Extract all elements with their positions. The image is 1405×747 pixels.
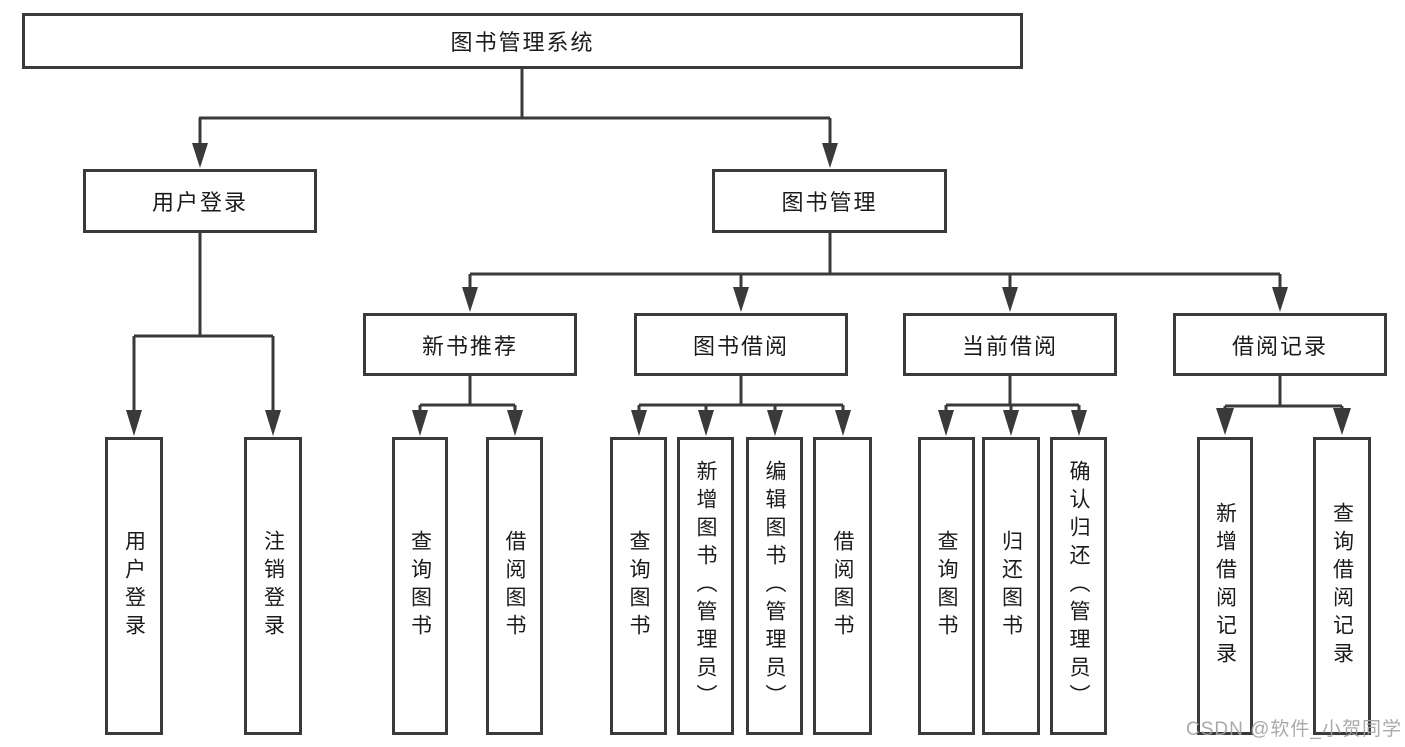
leaf-query-book-current: 查询图书	[918, 437, 975, 735]
node-book-borrow-label: 图书借阅	[692, 333, 789, 359]
leaf-borrow-book-recommend: 借阅图书	[486, 437, 543, 735]
edges-book-borrow	[637, 376, 845, 411]
leaf-query-book-recommend-label: 查询图书	[408, 530, 432, 642]
leaf-logout-login: 注销登录	[244, 437, 302, 735]
leaf-query-book-borrow-label: 查询图书	[627, 530, 650, 642]
leaf-add-borrow-record: 新增借阅记录	[1197, 437, 1253, 735]
node-borrow-record: 借阅记录	[1173, 313, 1387, 376]
node-root-label: 图书管理系统	[450, 30, 595, 55]
leaf-query-book-current-label: 查询图书	[935, 530, 958, 642]
leaf-query-book-recommend: 查询图书	[392, 437, 448, 735]
watermark: CSDN @软件_小贺同学	[1186, 719, 1402, 740]
leaf-query-book-borrow: 查询图书	[610, 437, 667, 735]
leaf-borrow-book: 借阅图书	[813, 437, 872, 735]
edges-borrow-record	[1223, 376, 1344, 411]
leaf-edit-book-admin-label: 编辑图书（管理员）	[763, 460, 786, 712]
leaf-query-borrow-record-label: 查询借阅记录	[1330, 502, 1354, 670]
node-new-book-recommend: 新书推荐	[363, 313, 577, 376]
node-book-borrow: 图书借阅	[634, 313, 848, 376]
leaf-user-login-label: 用户登录	[122, 530, 146, 642]
leaf-add-book-admin-label: 新增图书（管理员）	[694, 460, 717, 712]
node-user-login: 用户登录	[83, 169, 317, 233]
leaf-edit-book-admin: 编辑图书（管理员）	[746, 437, 803, 735]
edges-current-borrow	[944, 376, 1081, 411]
arrowheads	[126, 143, 1351, 436]
leaf-logout-login-label: 注销登录	[261, 530, 285, 642]
leaf-add-borrow-record-label: 新增借阅记录	[1213, 502, 1237, 670]
node-user-login-label: 用户登录	[151, 190, 248, 215]
node-new-book-recommend-label: 新书推荐	[421, 333, 518, 359]
node-current-borrow-label: 当前借阅	[961, 333, 1058, 359]
leaf-borrow-book-label: 借阅图书	[831, 530, 854, 642]
edges-book-management	[468, 233, 1282, 290]
leaf-return-book-label: 归还图书	[999, 530, 1023, 642]
leaf-add-book-admin: 新增图书（管理员）	[677, 437, 734, 735]
node-book-management-label: 图书管理	[781, 190, 878, 215]
edges-user-login	[132, 233, 275, 410]
edges-root	[198, 69, 832, 146]
node-book-management: 图书管理	[712, 169, 947, 233]
leaf-borrow-book-recommend-label: 借阅图书	[503, 530, 526, 642]
leaf-confirm-return-admin-label: 确认归还（管理员）	[1067, 460, 1090, 712]
node-borrow-record-label: 借阅记录	[1231, 333, 1328, 359]
leaf-query-borrow-record: 查询借阅记录	[1313, 437, 1371, 735]
node-root: 图书管理系统	[22, 13, 1023, 69]
node-current-borrow: 当前借阅	[903, 313, 1117, 376]
leaf-confirm-return-admin: 确认归还（管理员）	[1050, 437, 1107, 735]
edges-new-book-recommend	[418, 376, 517, 411]
leaf-return-book: 归还图书	[982, 437, 1040, 735]
leaf-user-login: 用户登录	[105, 437, 163, 735]
